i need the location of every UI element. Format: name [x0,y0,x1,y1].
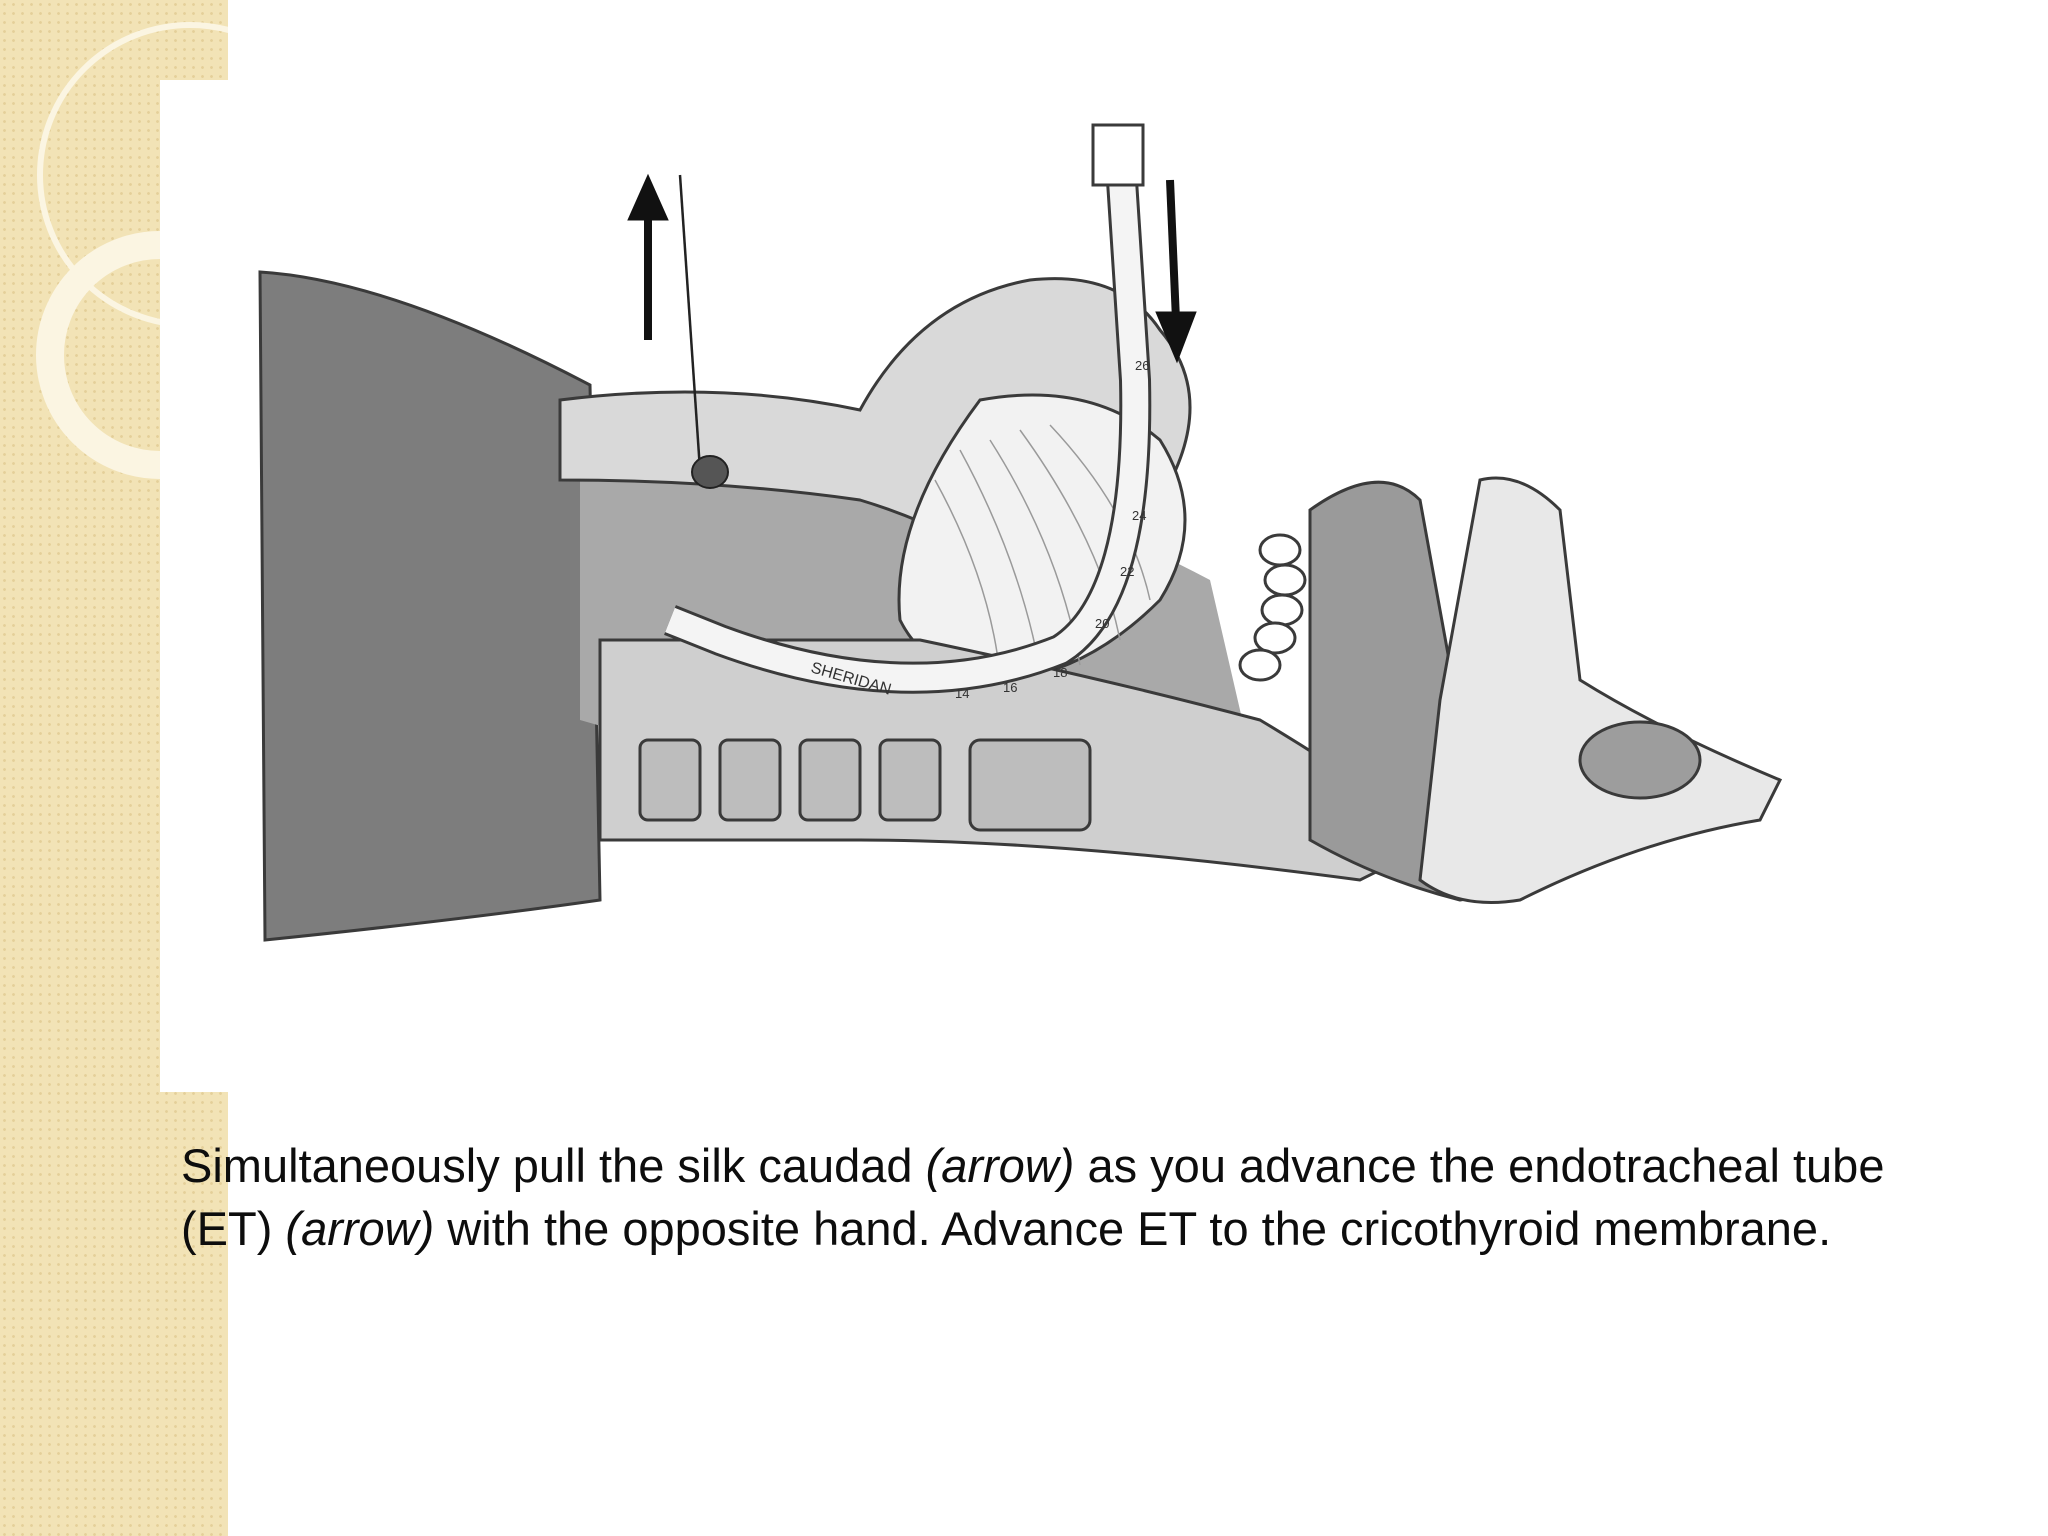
silk-thread [678,174,702,471]
pull-arrow-up [627,173,669,340]
tube-mark: 18 [1053,665,1067,680]
caption-arrow-2: (arrow) [285,1202,435,1255]
caption-part-1: Simultaneously pull the silk caudad [181,1139,926,1192]
caption-part-3: with the opposite hand. Advance ET to th… [434,1202,1832,1255]
caption-part-2: as you advance the endotracheal tube (ET… [181,1139,1885,1255]
head-block [258,270,602,942]
vertebrae [638,738,1092,832]
teeth [1238,533,1307,682]
tube-mark: 24 [1132,508,1146,523]
tube-mark: 22 [1120,564,1134,579]
intubation-diagram: SHERIDAN 14 16 18 20 22 24 26 [258,123,1783,942]
tube-mark: 20 [1095,616,1109,631]
sinus [1578,720,1702,800]
silk-knot [691,455,729,489]
skull-base [1418,476,1783,904]
tube-mark: 14 [955,686,969,701]
advance-arrow-down [1155,179,1197,364]
tube-mark: 16 [1003,680,1017,695]
caption-arrow-1: (arrow) [925,1139,1075,1192]
tube-mark: 26 [1135,358,1149,373]
tube-connector [1091,123,1145,187]
caption-text: Simultaneously pull the silk caudad (arr… [181,1134,1901,1260]
